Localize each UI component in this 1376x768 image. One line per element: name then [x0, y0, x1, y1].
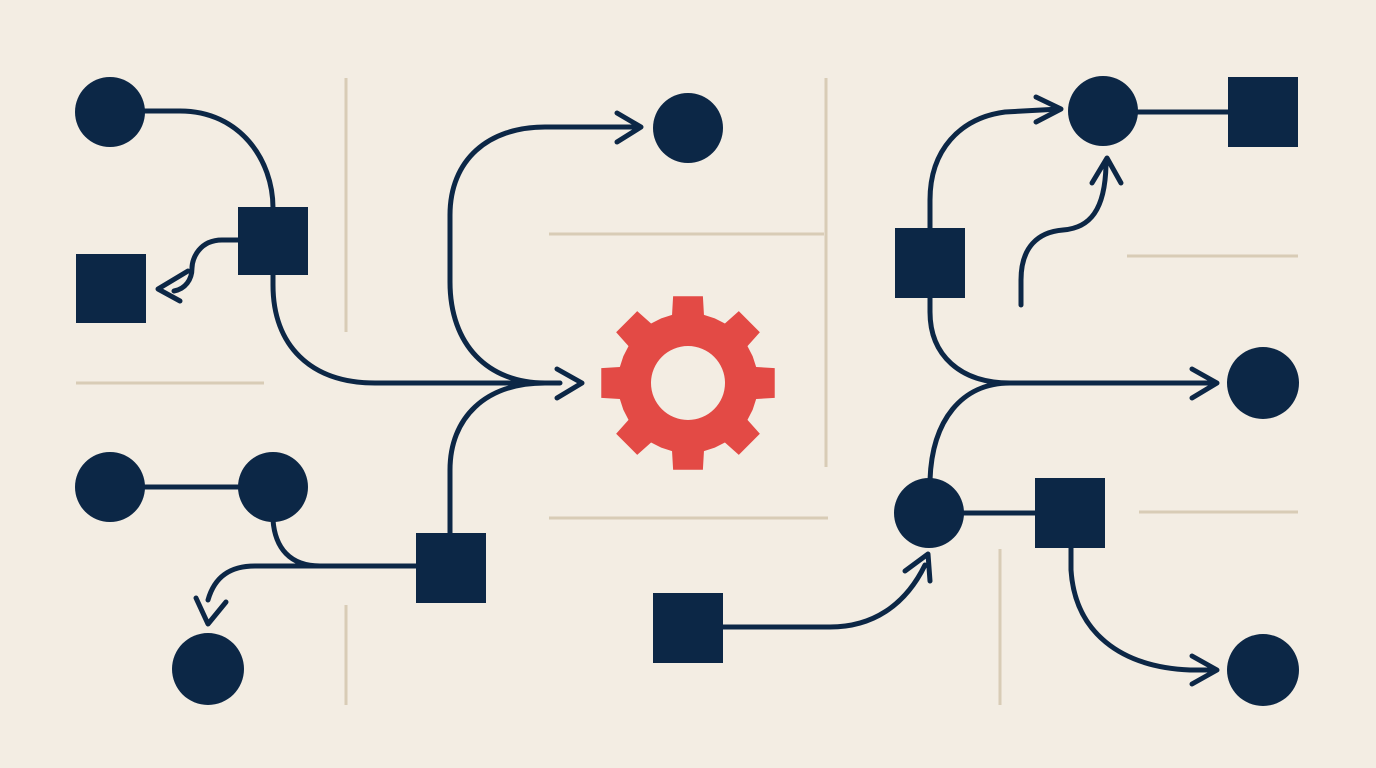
circle-node: [653, 93, 723, 163]
square-node: [238, 207, 308, 275]
connector: [719, 562, 928, 630]
circle-node: [238, 452, 308, 522]
arrowhead: [193, 595, 229, 627]
connector: [171, 237, 241, 294]
connector: [927, 380, 1013, 483]
arrowhead: [902, 551, 933, 584]
circle-node: [75, 77, 145, 147]
circle-node: [1227, 634, 1299, 706]
square-node: [653, 593, 723, 663]
square-node: [1228, 77, 1298, 147]
guide-lines: [76, 78, 1298, 705]
arrowhead: [155, 268, 191, 304]
circle-node: [1068, 76, 1138, 146]
arrowhead: [1189, 366, 1220, 401]
connector: [1018, 162, 1109, 308]
arrowhead: [1189, 653, 1220, 687]
square-node: [76, 254, 146, 323]
arrowhead: [554, 366, 585, 401]
arrowhead: [1033, 94, 1064, 125]
connector: [270, 272, 563, 386]
nodes: [75, 76, 1299, 706]
circle-node: [75, 452, 145, 522]
connector: [927, 294, 1218, 386]
connectors: [137, 94, 1233, 687]
arrowhead: [1089, 155, 1124, 186]
connector: [137, 108, 276, 211]
arrowhead: [614, 110, 644, 145]
connector: [447, 380, 548, 538]
connector: [927, 106, 1063, 233]
connector: [205, 563, 323, 603]
circle-node: [1227, 347, 1299, 419]
circle-node: [172, 633, 244, 705]
connector: [447, 124, 643, 386]
connector: [1068, 543, 1218, 673]
square-node: [416, 533, 486, 603]
circle-node: [894, 478, 964, 548]
square-node: [895, 228, 965, 298]
connector: [270, 517, 419, 569]
square-node: [1035, 478, 1105, 548]
gear-icon: [601, 296, 775, 470]
